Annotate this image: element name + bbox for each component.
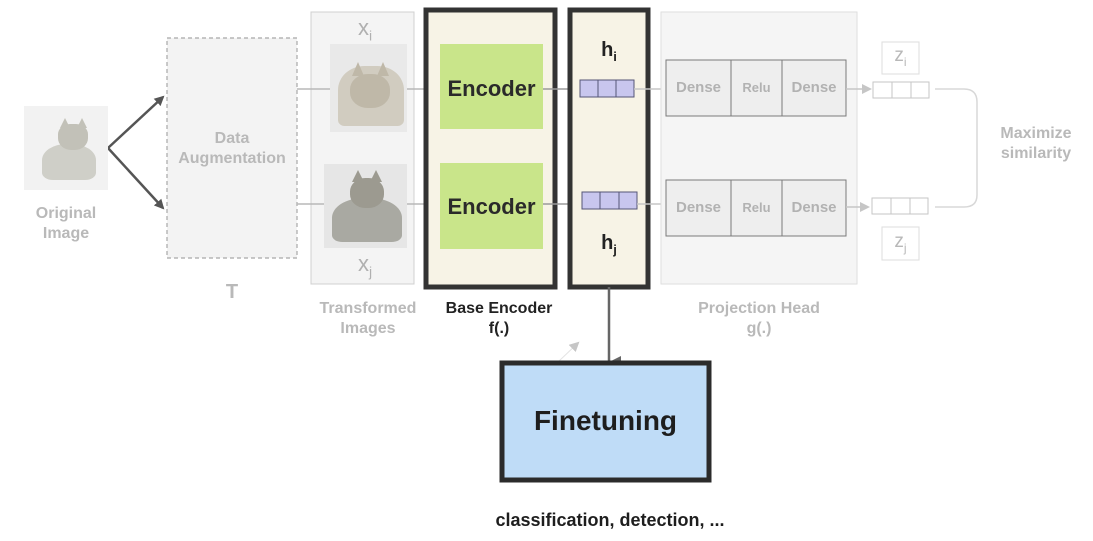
hj-label-h: h: [601, 232, 614, 254]
projection-head-label-line1: Projection Head: [698, 300, 820, 317]
projection-layers-top: [665, 59, 847, 117]
maximize-similarity-label: Maximize similarity: [982, 124, 1090, 164]
zj-label-z: z: [894, 231, 904, 252]
projection-head-panel: [660, 11, 858, 285]
augmentation-label-line1: Data: [214, 130, 250, 147]
augmentation-box: [166, 37, 298, 259]
hi-label: hi: [584, 38, 634, 69]
xi-label-sub: i: [368, 27, 373, 44]
xj-label: xj: [340, 252, 390, 283]
projection-head-label-line2: g(.): [746, 320, 772, 337]
original-cat-image: [24, 106, 108, 190]
hi-label-sub: i: [613, 49, 617, 64]
projection-layers-bottom: [665, 179, 847, 237]
representation-panel: [567, 7, 651, 290]
branch-arrow-top: [107, 95, 165, 149]
transformed-cat-image-top: [330, 44, 407, 132]
encoder-block-bottom: [440, 163, 543, 249]
hj-vector: [581, 191, 638, 210]
augmentation-label: Data Augmentation: [167, 129, 297, 169]
proj-top-relu: Relu: [742, 80, 771, 95]
augmentation-symbol: T: [225, 281, 239, 303]
hj-label-sub: j: [613, 242, 617, 257]
projection-head-label: Projection Head g(.): [661, 299, 857, 339]
proj-top-dense-1: Dense: [675, 79, 722, 96]
proj-bottom-dense-1: Dense: [675, 199, 722, 216]
finetuning-box: [499, 360, 712, 483]
hi-label-h: h: [601, 39, 614, 61]
zj-label-box: [881, 226, 920, 261]
xj-label-x: x: [357, 251, 369, 276]
augmentation-label-line2: Augmentation: [178, 150, 286, 167]
zj-vector: [871, 197, 929, 215]
zi-vector: [872, 81, 930, 99]
zj-label: zj: [882, 230, 919, 260]
transformed-cat-image-bottom: [324, 164, 407, 248]
xj-label-sub: j: [368, 263, 373, 280]
proj-bottom-dense-2: Dense: [791, 199, 837, 216]
original-image-label: Original Image: [10, 204, 122, 244]
base-encoder-label-line1: Base Encoder: [445, 300, 553, 317]
finetuning-label: Finetuning: [533, 405, 678, 436]
zj-label-sub: j: [903, 240, 907, 255]
encoder-bottom-label: Encoder: [447, 194, 536, 219]
proj-bottom-relu: Relu: [742, 200, 771, 215]
hi-vector: [579, 79, 635, 98]
xi-label-x: x: [357, 15, 369, 40]
similarity-bracket: [935, 88, 978, 208]
transformed-images-label-line2: Images: [340, 320, 396, 337]
base-encoder-label: Base Encoder f(.): [426, 299, 572, 339]
encoder-block-top: [440, 44, 543, 129]
xi-label: xi: [340, 16, 390, 47]
maximize-similarity-label-line1: Maximize: [1000, 125, 1072, 142]
original-image-label-line1: Original: [35, 205, 97, 222]
zi-label-z: z: [894, 45, 904, 66]
zi-label: zi: [882, 44, 919, 74]
hj-label: hj: [584, 231, 634, 262]
maximize-similarity-label-line2: similarity: [1000, 145, 1072, 162]
transformed-images-label: Transformed Images: [305, 299, 431, 339]
zi-label-box: [881, 41, 920, 75]
branch-arrow-bottom: [107, 147, 165, 210]
transformed-images-label-line1: Transformed: [319, 300, 417, 317]
encoder-top-label: Encoder: [447, 76, 536, 101]
downstream-tasks-label: classification, detection, ...: [495, 510, 725, 530]
original-image-label-line2: Image: [42, 225, 90, 242]
base-encoder-label-line2: f(.): [488, 320, 510, 337]
proj-top-dense-2: Dense: [791, 79, 837, 96]
zi-label-sub: i: [903, 54, 907, 69]
